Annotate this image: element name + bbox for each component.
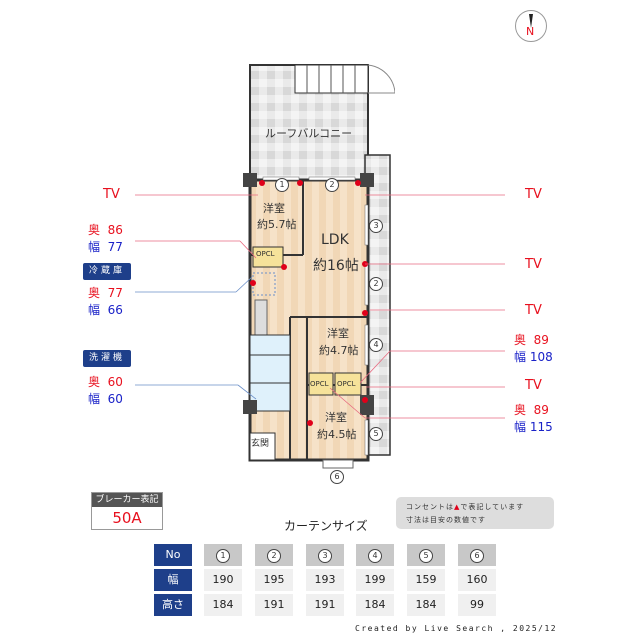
outlet-dot xyxy=(355,180,361,186)
window-number-2b: 2 xyxy=(369,277,383,291)
outlet-dot xyxy=(362,310,368,316)
window-number-6: 6 xyxy=(330,470,344,484)
breaker-value: 50A xyxy=(112,509,142,527)
row-label-no: No xyxy=(154,544,192,566)
window-number-2: 2 xyxy=(325,178,339,192)
western-room-3-size: 約4.5帖 xyxy=(317,428,357,441)
row-label-width: 幅 xyxy=(154,569,192,591)
curtain-width-3: 193 xyxy=(306,569,344,591)
curtain-width-1: 190 xyxy=(204,569,242,591)
curtain-no-5: 5 xyxy=(407,544,445,566)
notes-line1-post: で表記しています xyxy=(460,503,525,511)
entrance-label: 玄関 xyxy=(251,439,270,449)
opcl-label-2: OPCL xyxy=(310,380,329,388)
tv-label-right-4: TV xyxy=(525,378,542,393)
north-arrow-icon xyxy=(529,14,533,28)
fridge-tag: 冷蔵庫 xyxy=(83,263,131,280)
window-number-3: 3 xyxy=(369,219,383,233)
tv-label-right-2: TV xyxy=(525,257,542,272)
curtain-no-6: 6 xyxy=(458,544,496,566)
curtain-height-3: 191 xyxy=(306,594,344,616)
closet-dimensions-right-1: 奥 89 幅 108 xyxy=(514,333,553,364)
balcony-label: ルーフバルコニー xyxy=(265,127,353,140)
compass: N xyxy=(515,10,547,42)
ldk-name: LDK xyxy=(321,232,349,248)
curtain-height-6: 99 xyxy=(458,594,496,616)
tv-label-right-3: TV xyxy=(525,303,542,318)
curtain-height-5: 184 xyxy=(407,594,445,616)
curtain-no-2: 2 xyxy=(255,544,293,566)
compass-label: N xyxy=(526,25,535,38)
notes-box: コンセントは▲で表記しています 寸法は目安の数値です xyxy=(396,497,554,529)
outlet-dot xyxy=(281,264,287,270)
outlet-dot xyxy=(297,180,303,186)
tv-label-left: TV xyxy=(103,187,120,202)
curtain-no-4: 4 xyxy=(356,544,394,566)
outlet-dot xyxy=(250,280,256,286)
breaker-box: ブレーカー表記 50A xyxy=(91,492,163,530)
curtain-width-5: 159 xyxy=(407,569,445,591)
footer-credit: Created by Live Search , 2025/12 xyxy=(355,624,558,633)
row-label-height: 高さ xyxy=(154,594,192,616)
ldk-size: 約16帖 xyxy=(313,258,359,274)
western-room-3-name: 洋室 xyxy=(325,411,347,424)
floor-plan-drawing xyxy=(243,64,396,469)
western-room-1-size: 約5.7帖 xyxy=(257,218,297,231)
window-number-1: 1 xyxy=(275,178,289,192)
window-number-5: 5 xyxy=(369,427,383,441)
curtain-height-4: 184 xyxy=(356,594,394,616)
outlet-dot xyxy=(362,397,368,403)
curtain-no-3: 3 xyxy=(306,544,344,566)
opcl-label-1: OPCL xyxy=(256,250,275,258)
outlet-dot xyxy=(307,420,313,426)
curtain-width-4: 199 xyxy=(356,569,394,591)
curtain-height-2: 191 xyxy=(255,594,293,616)
washer-tag: 洗濯機 xyxy=(83,350,131,367)
curtain-title: カーテンサイズ xyxy=(284,519,368,533)
fridge-dimensions: 奥 77 幅 66 xyxy=(88,286,123,317)
curtain-height-1: 184 xyxy=(204,594,242,616)
washer-dimensions: 奥 60 幅 60 xyxy=(88,375,123,406)
floor-plan: ルーフバルコニー 洋室 約5.7帖 LDK 約16帖 洋室 約4.7帖 洋室 約… xyxy=(235,55,396,484)
closet-dimensions-right-2: 奥 89 幅 115 xyxy=(514,403,553,434)
western-room-2-name: 洋室 xyxy=(327,327,349,340)
breaker-label: ブレーカー表記 xyxy=(92,493,162,507)
western-room-2-size: 約4.7帖 xyxy=(319,344,359,357)
western-room-1-name: 洋室 xyxy=(263,202,285,215)
notes-line1-pre: コンセントは xyxy=(406,503,454,511)
opcl-label-3: OPCL xyxy=(337,380,356,388)
tv-label-right-1: TV xyxy=(525,187,542,202)
curtain-width-2: 195 xyxy=(255,569,293,591)
outlet-dot xyxy=(259,180,265,186)
notes-line2: 寸法は目安の数値です xyxy=(406,516,486,524)
outlet-marker-icon: ▲ xyxy=(454,503,461,511)
curtain-width-6: 160 xyxy=(458,569,496,591)
closet-dimensions-left: 奥 86 幅 77 xyxy=(88,223,123,254)
curtain-no-1: 1 xyxy=(204,544,242,566)
window-number-4: 4 xyxy=(369,338,383,352)
